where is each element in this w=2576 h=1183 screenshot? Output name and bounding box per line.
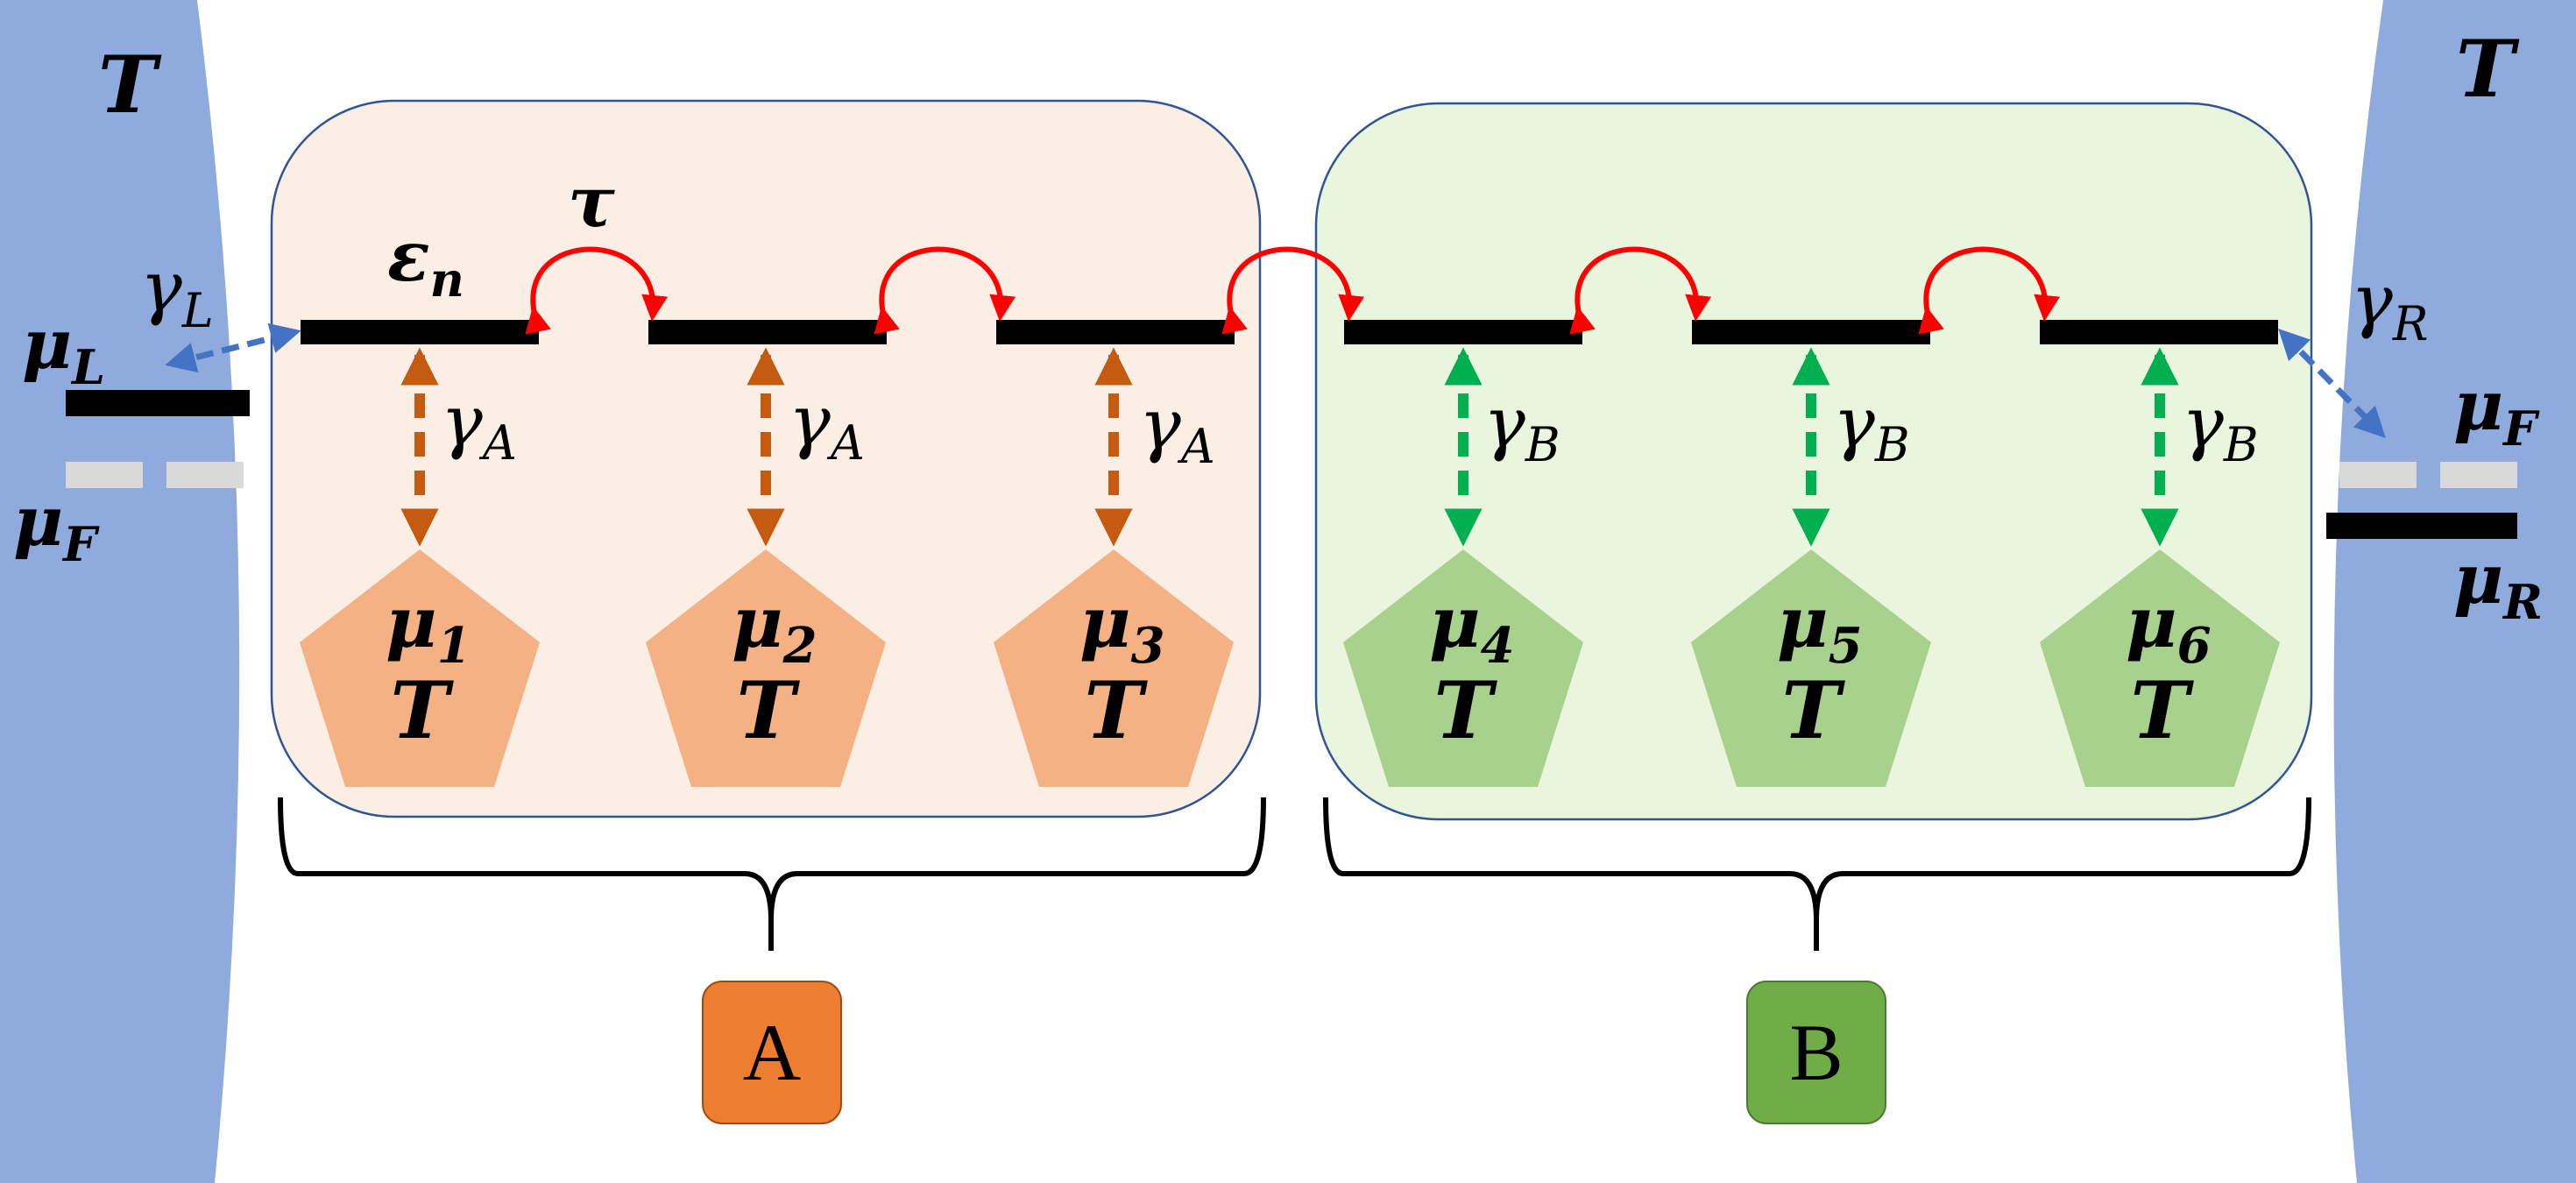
site-level-6 [2040, 320, 2278, 344]
probe-coupling-label-2: γA [789, 380, 865, 471]
left-mu-level [66, 390, 250, 416]
site-level-1 [301, 320, 539, 344]
hopping-label: τ [568, 160, 615, 243]
brace-a [278, 797, 1266, 951]
probe-temp-label-3: T [1085, 664, 1149, 757]
region-a-tag [702, 981, 842, 1124]
right-mu-level [2326, 513, 2517, 539]
probe-coupling-arrows [400, 347, 2179, 547]
site-level-2 [648, 320, 887, 344]
probe-coupling-label-1: γA [441, 380, 517, 471]
right-mu-label: μR [2453, 540, 2543, 630]
probe-pentagons [300, 549, 2280, 787]
probe-temp-label-4: T [1434, 664, 1498, 757]
probe-temp-label-5: T [1782, 664, 1846, 757]
probe-coupling-label-4: γB [1483, 382, 1560, 472]
probe-pentagon-4 [1343, 549, 1583, 787]
probe-mu-label-3: μ3 [1079, 581, 1165, 675]
hop-arc-4 [1569, 246, 1712, 335]
probe-pentagon-6 [2040, 549, 2280, 787]
hopping-arcs [525, 246, 2061, 335]
site-energy-label: εn [387, 215, 464, 308]
site-level-5 [1692, 320, 1930, 344]
hop-arc-1 [525, 246, 669, 335]
probe-pentagon-3 [994, 549, 1234, 787]
probe-mu-label-5: μ5 [1777, 581, 1863, 675]
probe-coupling-label-3: γA [1139, 384, 1215, 474]
brace-b [1323, 797, 2311, 951]
site-levels [301, 320, 2278, 344]
region-b-label: B [1789, 1008, 1843, 1097]
left-reservoir-temp: T [98, 39, 162, 131]
probe-coupling-label-6: γB [2182, 382, 2259, 472]
probe-pentagon-5 [1691, 549, 1931, 787]
probe-temp-label-1: T [391, 664, 455, 757]
right-fermi-level [2339, 462, 2517, 488]
hop-arc-3 [1221, 246, 1365, 335]
right-coupling-label: γR [2351, 259, 2428, 351]
hop-arc-2 [874, 246, 1016, 335]
region-a-label: A [743, 1008, 801, 1097]
probe-mu-label-1: μ1 [386, 581, 471, 675]
probe-labels: μ1 T μ2 T μ3 T μ4 T μ5 T μ6 T [386, 581, 2212, 757]
probe-mu-label-4: μ4 [1429, 581, 1515, 675]
left-reservoir [0, 0, 240, 1183]
site-level-4 [1344, 320, 1582, 344]
site-level-3 [996, 320, 1235, 344]
probe-pentagon-2 [646, 549, 886, 787]
probe-mu-label-2: μ2 [732, 581, 817, 675]
right-reservoir [2333, 0, 2576, 1183]
right-lead-coupling-arrow [2278, 329, 2386, 438]
probe-temp-label-2: T [737, 664, 801, 757]
left-fermi-label: μF [13, 482, 100, 572]
probe-mu-label-6: μ6 [2126, 581, 2212, 675]
region-b-tag [1746, 981, 1886, 1124]
left-lead-coupling-arrow [165, 322, 301, 373]
probe-coupling-labels: γA γA γA γB γB γB [441, 380, 2259, 474]
probe-pentagon-1 [300, 549, 540, 787]
hop-arc-5 [1918, 246, 2061, 335]
right-fermi-label: μF [2453, 366, 2540, 457]
probe-temp-label-6: T [2131, 664, 2195, 757]
right-reservoir-temp: T [2456, 23, 2520, 116]
probe-coupling-label-5: γB [1833, 382, 1910, 472]
left-coupling-label: γL [140, 246, 214, 338]
left-fermi-level [66, 462, 244, 488]
left-mu-label: μL [22, 305, 105, 395]
